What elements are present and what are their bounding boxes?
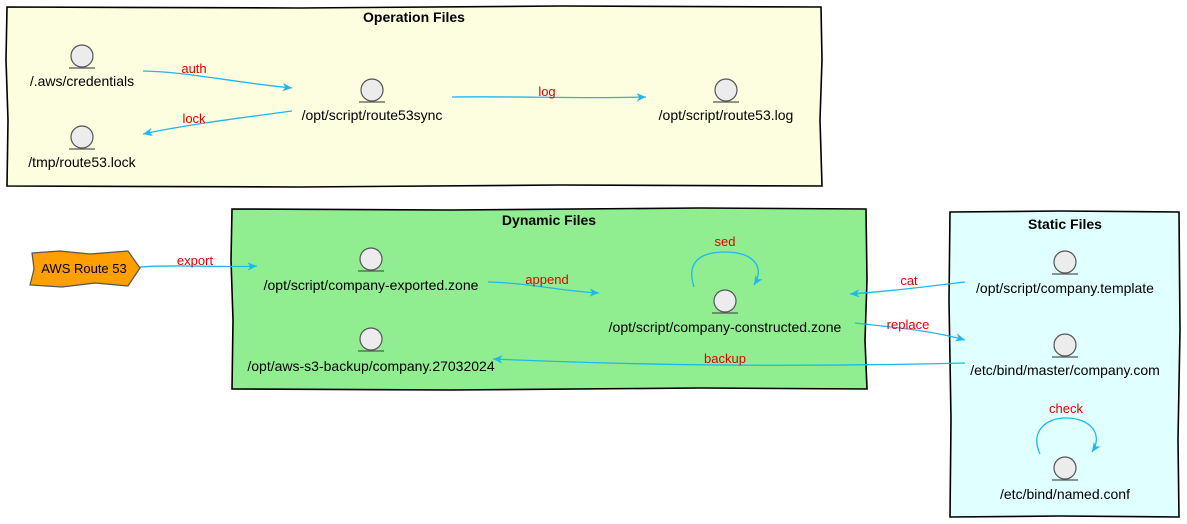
edge-cat (849, 281, 966, 298)
node-company-template[interactable]: /opt/script/company.template (976, 250, 1154, 296)
node-master-company[interactable]: /etc/bind/master/company.com (970, 333, 1160, 378)
node-exported-zone[interactable]: /opt/script/company-exported.zone (264, 247, 479, 293)
cloud-shape (29, 250, 141, 288)
edges: auth lock log export append sed cat repl… (139, 61, 1101, 455)
node-label: /opt/script/route53.log (659, 107, 794, 123)
node-label: /opt/aws-s3-backup/company.27032024 (247, 358, 494, 374)
node-label: /etc/bind/named.conf (1000, 486, 1130, 502)
edge-label-sed: sed (715, 234, 736, 249)
edge-replace (854, 322, 966, 342)
edge-label-cat: cat (900, 273, 918, 288)
node-constructed-zone[interactable]: /opt/script/company-constructed.zone (609, 289, 842, 335)
node-aws-route53[interactable]: AWS Route 53 (29, 250, 141, 288)
edge-label-backup: backup (704, 351, 746, 366)
cluster-operation-title: Operation Files (363, 9, 465, 25)
edge-append (487, 281, 600, 297)
edge-sed (691, 251, 763, 288)
node-label: /opt/script/route53sync (302, 107, 443, 123)
node-route53sync[interactable]: /opt/script/route53sync (302, 78, 443, 123)
node-label: /opt/script/company.template (976, 280, 1154, 296)
edge-label-export: export (177, 253, 214, 268)
cluster-operation-files: Operation Files (5, 5, 823, 188)
node-label: /opt/script/company-constructed.zone (609, 319, 842, 335)
cluster-static-files: Static Files (948, 210, 1181, 518)
cluster-static-box (948, 210, 1181, 518)
cluster-dynamic-title: Dynamic Files (502, 212, 596, 228)
edge-label-lock: lock (182, 111, 206, 126)
node-route53-lock[interactable]: /tmp/route53.lock (28, 125, 137, 170)
node-label: /.aws/credentials (30, 73, 134, 89)
node-s3-backup[interactable]: /opt/aws-s3-backup/company.27032024 (247, 327, 495, 374)
node-label: /tmp/route53.lock (28, 154, 136, 170)
edge-label-append: append (525, 272, 568, 287)
node-route53-log[interactable]: /opt/script/route53.log (659, 78, 794, 123)
edge-backup (492, 355, 966, 366)
node-label: /etc/bind/master/company.com (970, 362, 1160, 378)
node-aws-credentials[interactable]: /.aws/credentials (30, 44, 134, 89)
node-named-conf[interactable]: /etc/bind/named.conf (1000, 456, 1130, 502)
cluster-static-title: Static Files (1028, 216, 1102, 232)
nodes: /.aws/credentials /tmp/route53.lock /opt… (28, 44, 1160, 502)
edge-auth (142, 70, 293, 92)
cluster-operation-box (5, 5, 823, 188)
edge-export (139, 262, 258, 271)
edge-log (451, 93, 647, 102)
edge-check (1036, 417, 1101, 455)
node-label: /opt/script/company-exported.zone (264, 277, 479, 293)
node-label: AWS Route 53 (41, 261, 127, 276)
edge-label-replace: replace (887, 317, 930, 332)
edge-label-check: check (1049, 401, 1083, 416)
edge-label-auth: auth (181, 61, 206, 76)
edge-lock (142, 110, 293, 137)
edge-label-log: log (538, 84, 555, 99)
